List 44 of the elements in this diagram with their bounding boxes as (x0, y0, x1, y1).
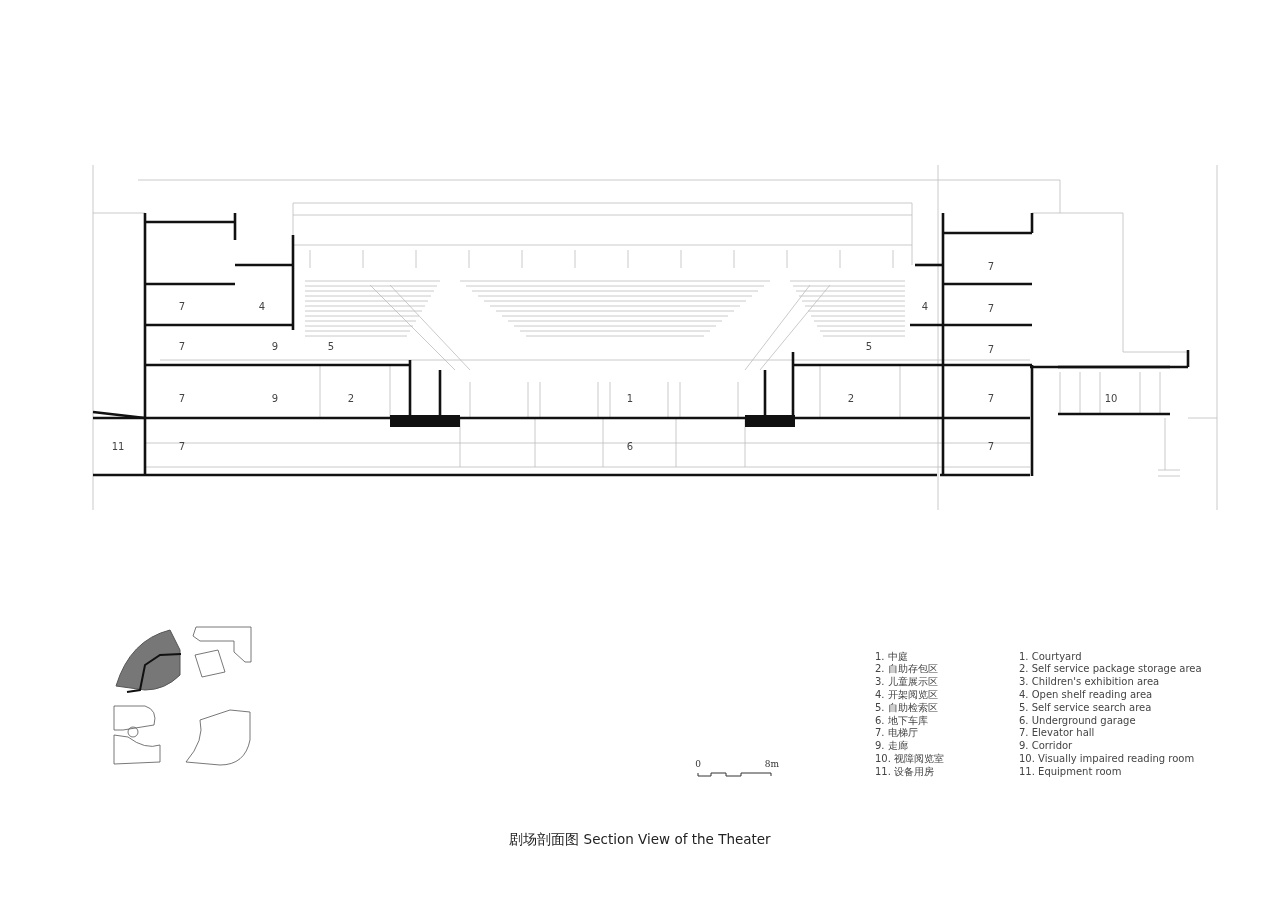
room-number: 2 (347, 394, 355, 404)
legend-entry: 3. Children's exhibition area (1019, 677, 1160, 688)
room-number: 9 (271, 394, 279, 404)
room-number: 7 (987, 262, 995, 272)
room-number: 7 (987, 442, 995, 452)
legend-entry: 2. 自助存包区 (875, 664, 938, 675)
legend-entry: 6. 地下车库 (875, 715, 928, 726)
room-number: 7 (178, 442, 186, 452)
room-number: 7 (987, 345, 995, 355)
legend-entry: 5. 自助检索区 (875, 702, 938, 713)
caption: 剧场剖面图 Section View of the Theater (509, 833, 771, 847)
scale-label: 8m (764, 759, 780, 769)
legend-entry: 11. Equipment room (1019, 766, 1122, 777)
legend-entry: 1. Courtyard (1019, 651, 1082, 662)
legend-entry: 9. Corridor (1019, 741, 1073, 752)
legend-entry: 2. Self service package storage area (1019, 664, 1202, 675)
room-number: 7 (178, 394, 186, 404)
legend-entry: 10. 视障阅览室 (875, 753, 945, 764)
legend-entry: 4. Open shelf reading area (1019, 689, 1153, 700)
legend-entry: 5. Self service search area (1019, 702, 1152, 713)
room-number: 7 (987, 304, 995, 314)
room-number: 2 (847, 394, 855, 404)
legend-entry: 10. Visually impaired reading room (1019, 753, 1195, 764)
room-number: 6 (626, 442, 634, 452)
room-number: 4 (258, 302, 266, 312)
legend-entry: 4. 开架阅览区 (875, 689, 938, 700)
legend-entry: 1. 中庭 (875, 651, 908, 662)
room-number: 5 (327, 342, 335, 352)
room-number: 11 (111, 442, 125, 452)
legend-entry: 11. 设备用房 (875, 766, 935, 777)
room-number: 4 (921, 302, 929, 312)
scale-label: 0 (695, 759, 701, 769)
legend-entry: 3. 儿童展示区 (875, 677, 938, 688)
room-number: 9 (271, 342, 279, 352)
legend-entry: 7. Elevator hall (1019, 728, 1095, 739)
room-number: 1 (626, 394, 634, 404)
room-number: 7 (178, 342, 186, 352)
room-number: 5 (865, 342, 873, 352)
legend-entry: 9. 走廊 (875, 741, 908, 752)
room-number: 10 (1104, 394, 1118, 404)
room-number: 7 (178, 302, 186, 312)
legend-entry: 7. 电梯厅 (875, 728, 918, 739)
legend-entry: 6. Underground garage (1019, 715, 1136, 726)
room-number: 7 (987, 394, 995, 404)
